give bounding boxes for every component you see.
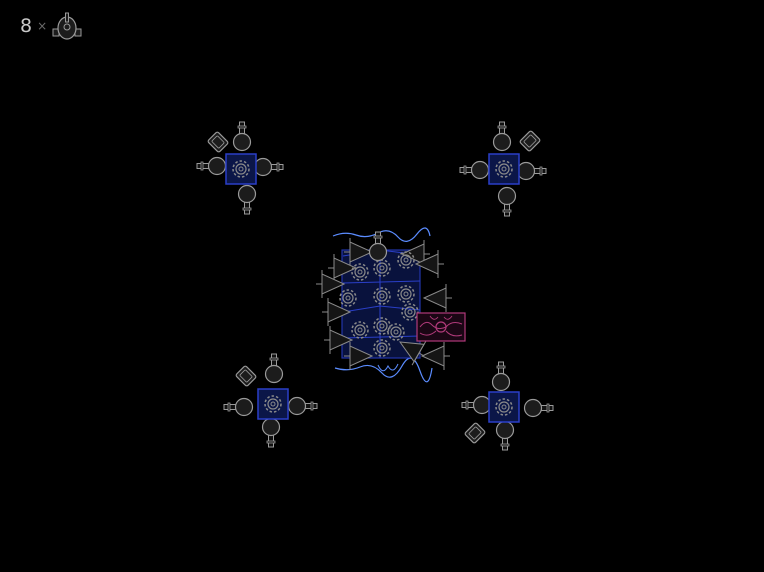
mothership-cluster[interactable] xyxy=(315,227,453,383)
ship-unit[interactable] xyxy=(459,121,547,217)
turret-ship-icon xyxy=(52,12,82,40)
ship-unit[interactable] xyxy=(461,361,554,451)
ship-unit[interactable] xyxy=(196,121,284,215)
ship-unit[interactable] xyxy=(223,353,318,448)
energy-hazard-block[interactable] xyxy=(416,312,466,342)
multiplier-sign: × xyxy=(37,19,48,33)
ship-count: 8 xyxy=(20,15,34,37)
hud-ship-counter: 8 × xyxy=(20,12,83,40)
